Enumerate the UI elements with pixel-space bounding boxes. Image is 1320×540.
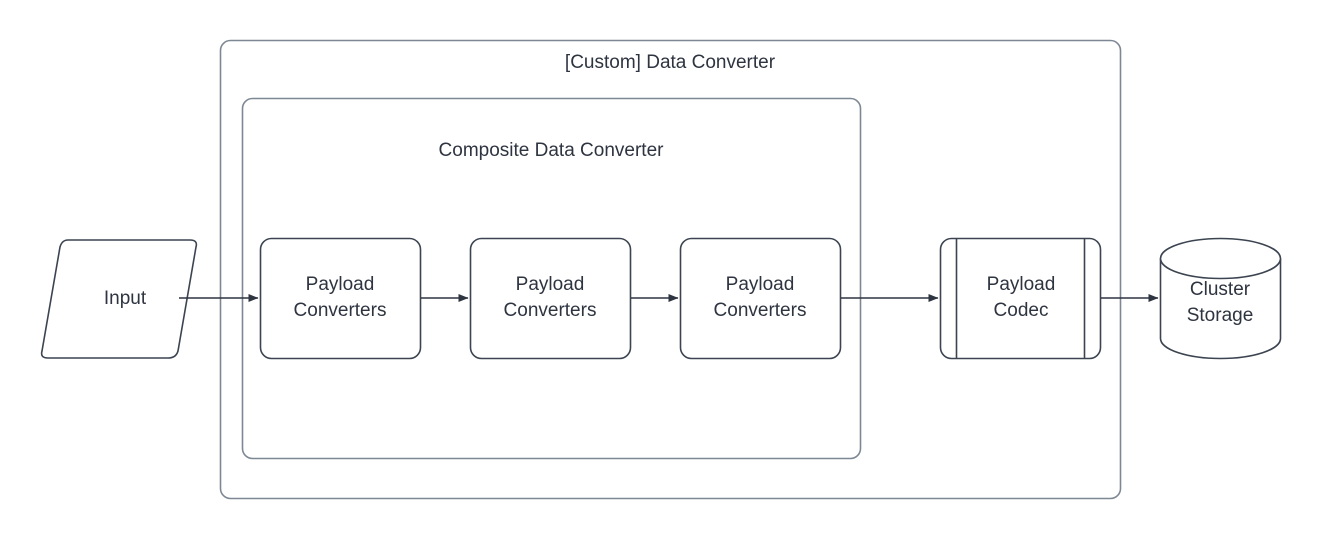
cluster-storage-shape [1159,237,1282,360]
container-composite-data-converter[interactable] [242,98,860,118]
payload-converters-2-shape [469,237,632,360]
container-composite-data-converter-outline [241,97,862,460]
payload-converters-2-node[interactable] [470,238,630,358]
cluster-storage-node[interactable] [1160,238,1280,358]
payload-converters-3-node[interactable] [680,238,840,358]
payload-converters-1-node[interactable] [260,238,420,358]
payload-codec-shape [939,237,1102,360]
container-custom-data-converter-outline [219,39,1122,500]
container-custom-data-converter[interactable] [220,40,1120,60]
input-shape [40,239,198,359]
input-node[interactable] [40,240,198,358]
payload-converters-3-shape [679,237,842,360]
payload-converters-1-shape [259,237,422,360]
payload-codec-node[interactable] [940,238,1100,358]
